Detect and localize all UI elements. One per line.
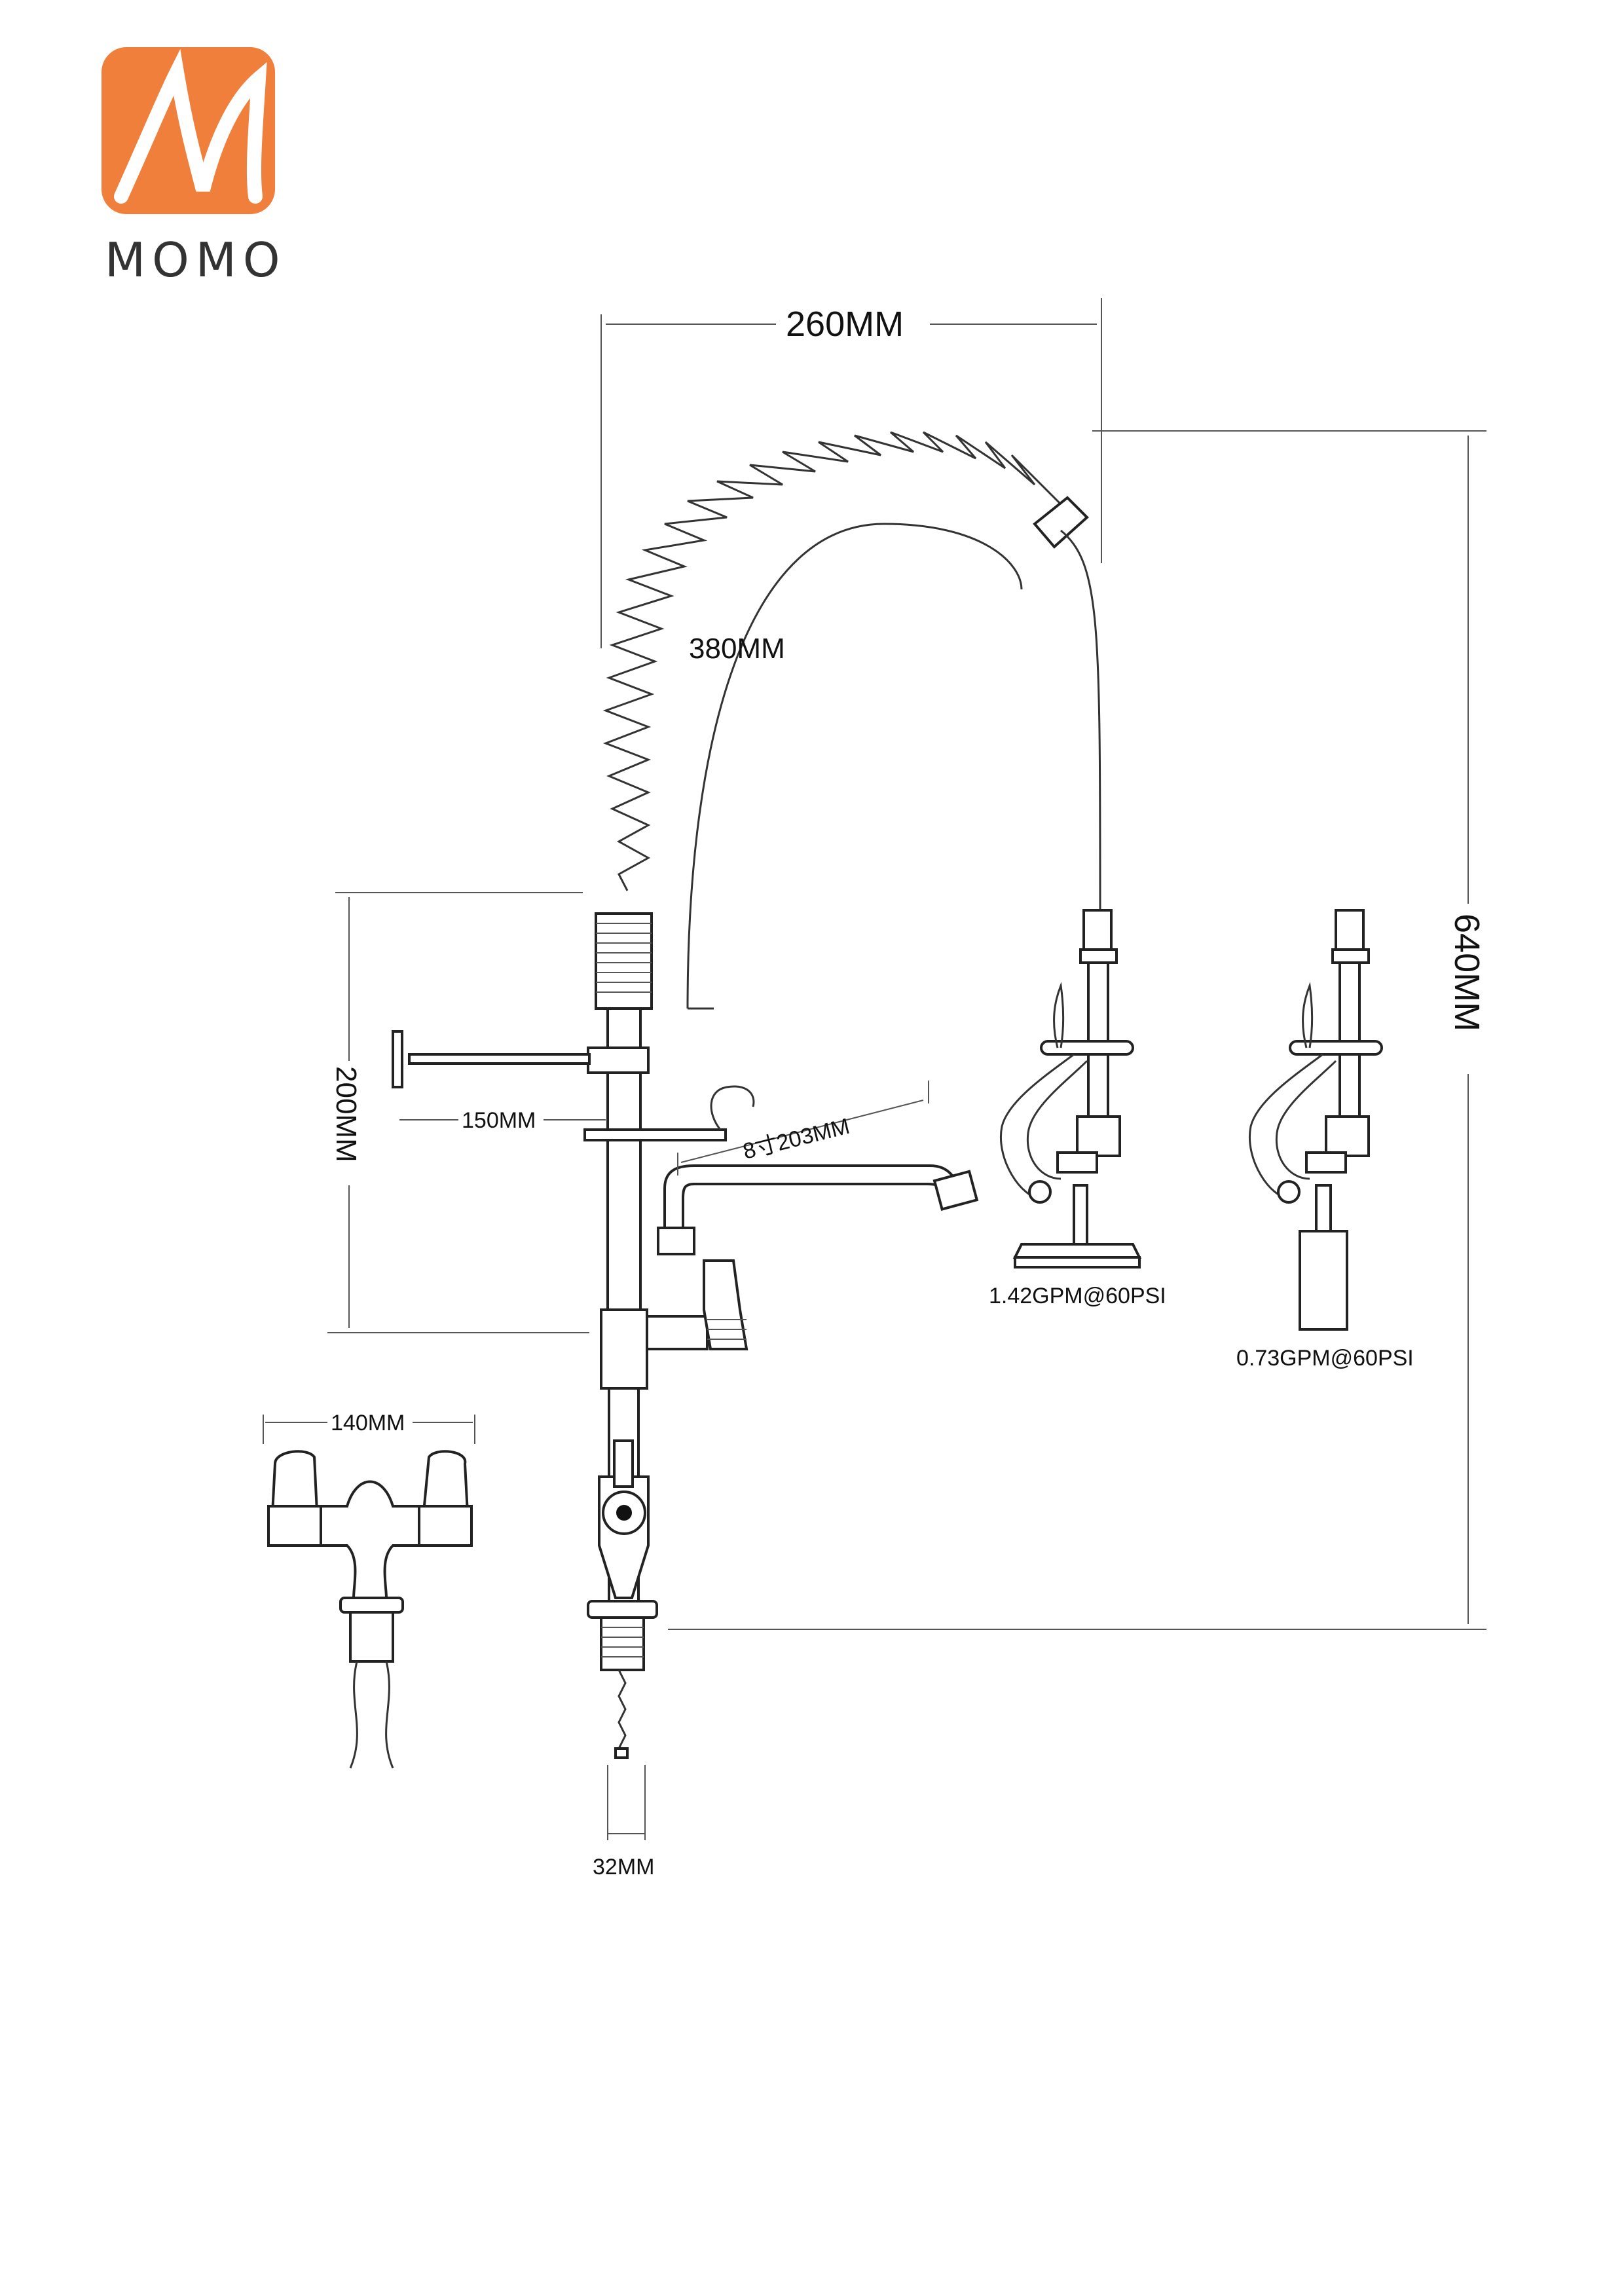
- sprayer-b-label: 0.73GPM@60PSI: [1236, 1346, 1414, 1371]
- dimension-spout: 8寸203MM: [677, 1081, 929, 1176]
- faucet-column: [392, 912, 979, 1759]
- base-assembly: 140MM: [263, 1411, 475, 1769]
- spout-label: 8寸203MM: [741, 1114, 853, 1164]
- base-width-label: 140MM: [331, 1411, 405, 1435]
- dimension-total-height: 640MM: [668, 430, 1486, 1630]
- dimension-hook-arm: 150MM: [399, 1108, 606, 1133]
- sprayer-a: 1.42GPM@60PSI: [989, 909, 1166, 1308]
- logo-mark-icon: [114, 48, 267, 204]
- valve-knob-icon: [616, 1505, 632, 1521]
- spring-coil: [602, 431, 1101, 1009]
- dimension-pipe: 32MM: [593, 1765, 654, 1879]
- dimension-width-top: 260MM: [600, 298, 1102, 648]
- mid-height-label: 200MM: [330, 1066, 362, 1162]
- hose-reach-label: 380MM: [689, 633, 785, 665]
- brand-name: MOMO: [105, 232, 287, 287]
- brand-logo: MOMO: [101, 47, 287, 287]
- width-top-label: 260MM: [786, 305, 904, 344]
- dimension-mid-height: 200MM: [327, 892, 589, 1333]
- pipe-label: 32MM: [593, 1855, 654, 1879]
- sprayer-a-label: 1.42GPM@60PSI: [989, 1284, 1166, 1308]
- sprayer-b: 0.73GPM@60PSI: [1236, 909, 1414, 1371]
- hook-arm-label: 150MM: [462, 1108, 536, 1133]
- total-height-label: 640MM: [1447, 914, 1486, 1031]
